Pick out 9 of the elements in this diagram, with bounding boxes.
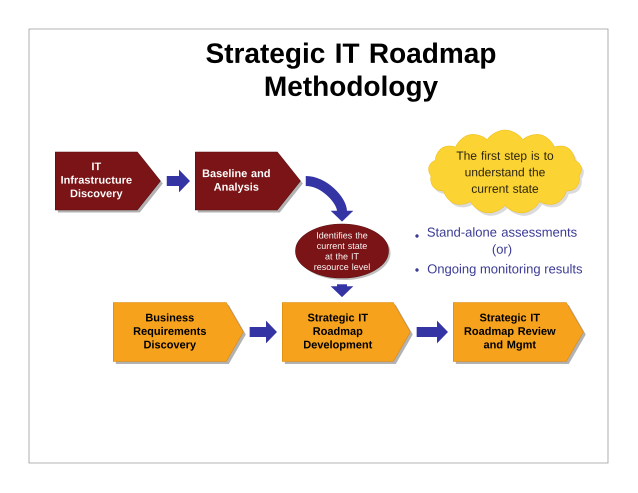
title: Strategic IT Roadmap Methodology [206,42,496,102]
bullet-text: Stand-alone assessments (or) [427,227,577,256]
process-box: Strategic IT Roadmap Development [282,302,413,364]
process-box: Baseline and Analysis [195,152,303,212]
process-box: Strategic IT Roadmap Review and Mgmt [453,302,586,364]
thought-cloud: The first step is to understand the current state [428,130,584,216]
bullet-text: Ongoing monitoring results [428,264,582,276]
process-box: Business Requirements Discovery [113,302,246,364]
process-box: IT Infrastructure Discovery [55,152,163,212]
